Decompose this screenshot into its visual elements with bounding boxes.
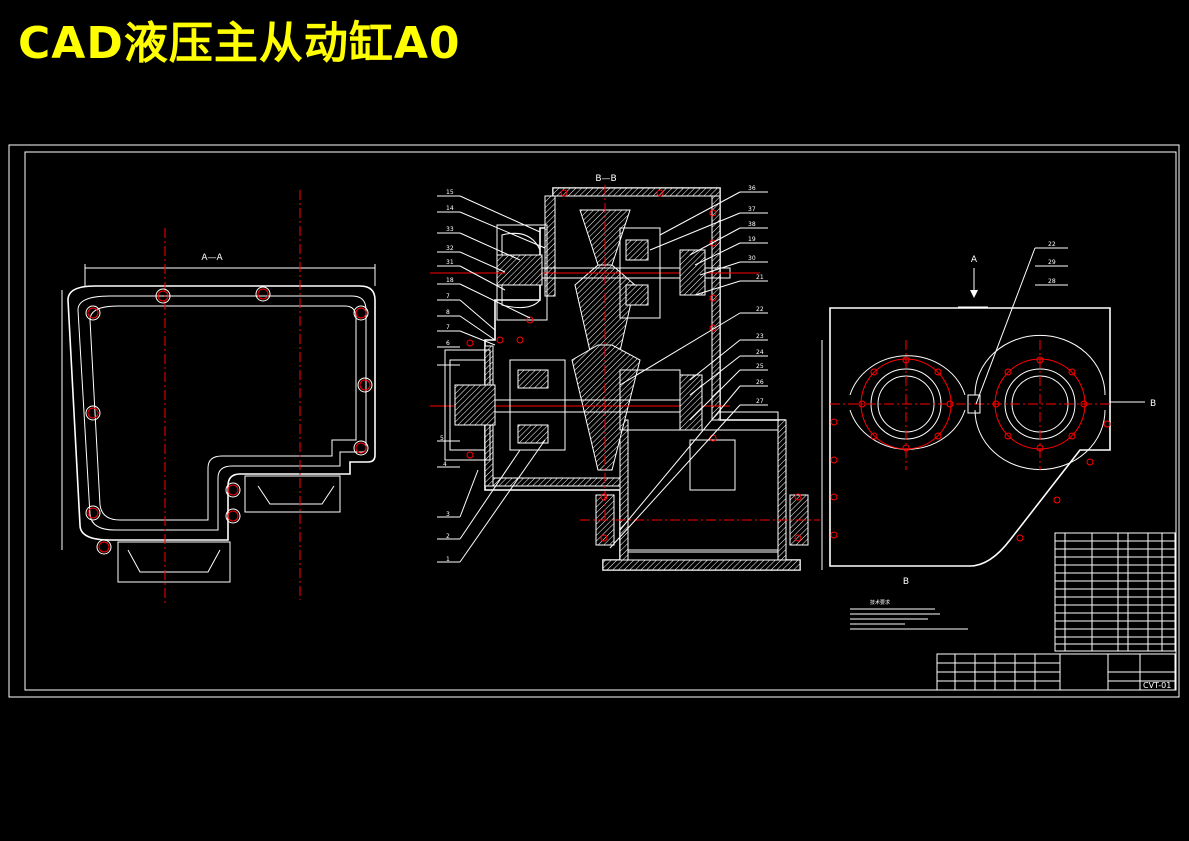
part-label: 36 [748,185,756,192]
view-a-a-label: A—A [201,253,223,263]
technical-notes: 技术要求 [850,599,968,630]
drawing-title: CAD液压主从动缸A0 [18,18,461,69]
title-block: CVT-01 [936,653,1176,691]
view-b-b: B—B [430,174,820,571]
part-label: 25 [756,363,764,370]
view-a-a: A—A [61,190,376,605]
drawing-number: CVT-01 [1143,681,1171,690]
part-label: 31 [446,259,454,266]
parts-list [1054,532,1176,652]
part-label: 23 [756,333,764,340]
part-label: 19 [748,236,756,243]
part-label: 7 [446,324,450,331]
part-label: 38 [748,221,756,228]
side-label: 29 [1048,259,1056,266]
part-label: 4 [443,461,447,468]
view-arrow-b-label: B [1150,399,1156,409]
part-label: 1 [446,556,450,563]
inner-frame [24,151,1177,691]
part-label: 22 [756,306,764,313]
part-label: 7 [446,293,450,300]
part-label: 27 [756,398,764,405]
part-label: 37 [748,206,756,213]
part-labels-left: 15 14 33 32 31 18 7 8 7 6 5 4 3 2 1 [440,189,454,563]
part-label: 14 [446,205,454,212]
part-label: 18 [446,277,454,284]
view-b-b-label: B—B [595,174,616,184]
side-label: 28 [1048,278,1056,285]
part-label: 15 [446,189,454,196]
part-labels-right: 36 37 38 19 30 21 22 23 24 25 26 27 [748,185,764,405]
part-label: 8 [446,309,450,316]
part-label: 6 [446,340,450,347]
notes-heading: 技术要求 [870,599,890,606]
part-label: 2 [446,533,450,540]
part-label: 26 [756,379,764,386]
part-label: 30 [748,255,756,262]
outer-frame [8,144,1180,698]
view-right: A B B [821,241,1156,587]
part-label: 32 [446,245,454,252]
view-arrow-a-label: A [971,255,978,265]
part-label: 5 [440,435,444,442]
part-label: 33 [446,226,454,233]
part-label: 24 [756,349,764,356]
part-label: 3 [446,511,450,518]
part-label: 21 [756,274,764,281]
side-label: 22 [1048,241,1056,248]
view-arrow-b2-label: B [903,577,909,587]
